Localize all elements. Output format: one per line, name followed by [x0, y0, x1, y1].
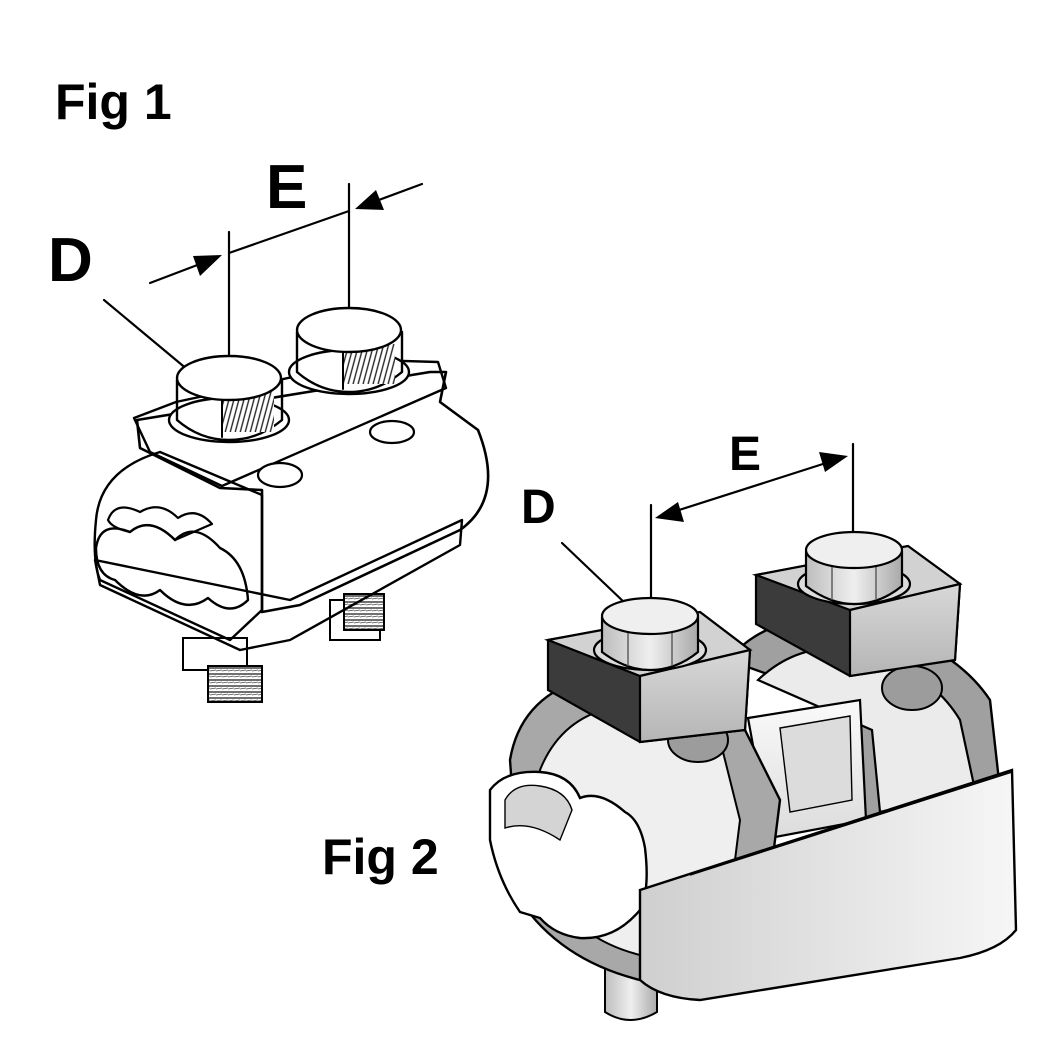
fig1-dimension-lines [102, 182, 424, 374]
fig1-title: Fig 1 [55, 74, 172, 130]
fig2-dim-d-label: D [521, 481, 556, 534]
fig1-dim-d-label: D [48, 226, 93, 295]
fig1-clamp [93, 306, 490, 703]
fig2-clamp [488, 530, 1018, 1021]
fig2-block-d [544, 596, 753, 744]
fig1-group: Fig 1 D E [48, 74, 490, 703]
fig2-title: Fig 2 [322, 829, 439, 885]
fig2-dimension-lines [560, 442, 855, 614]
fig1-dim-e-label: E [266, 153, 307, 222]
fig1-thread-left [207, 665, 263, 703]
fig2-dim-e-label: E [729, 428, 761, 481]
fig1-bolt-head-d [175, 354, 284, 442]
fig2-group: Fig 2 D E [322, 428, 1018, 1021]
fig2-block-e [751, 530, 963, 678]
fig1-bolt-head-e [295, 306, 404, 394]
